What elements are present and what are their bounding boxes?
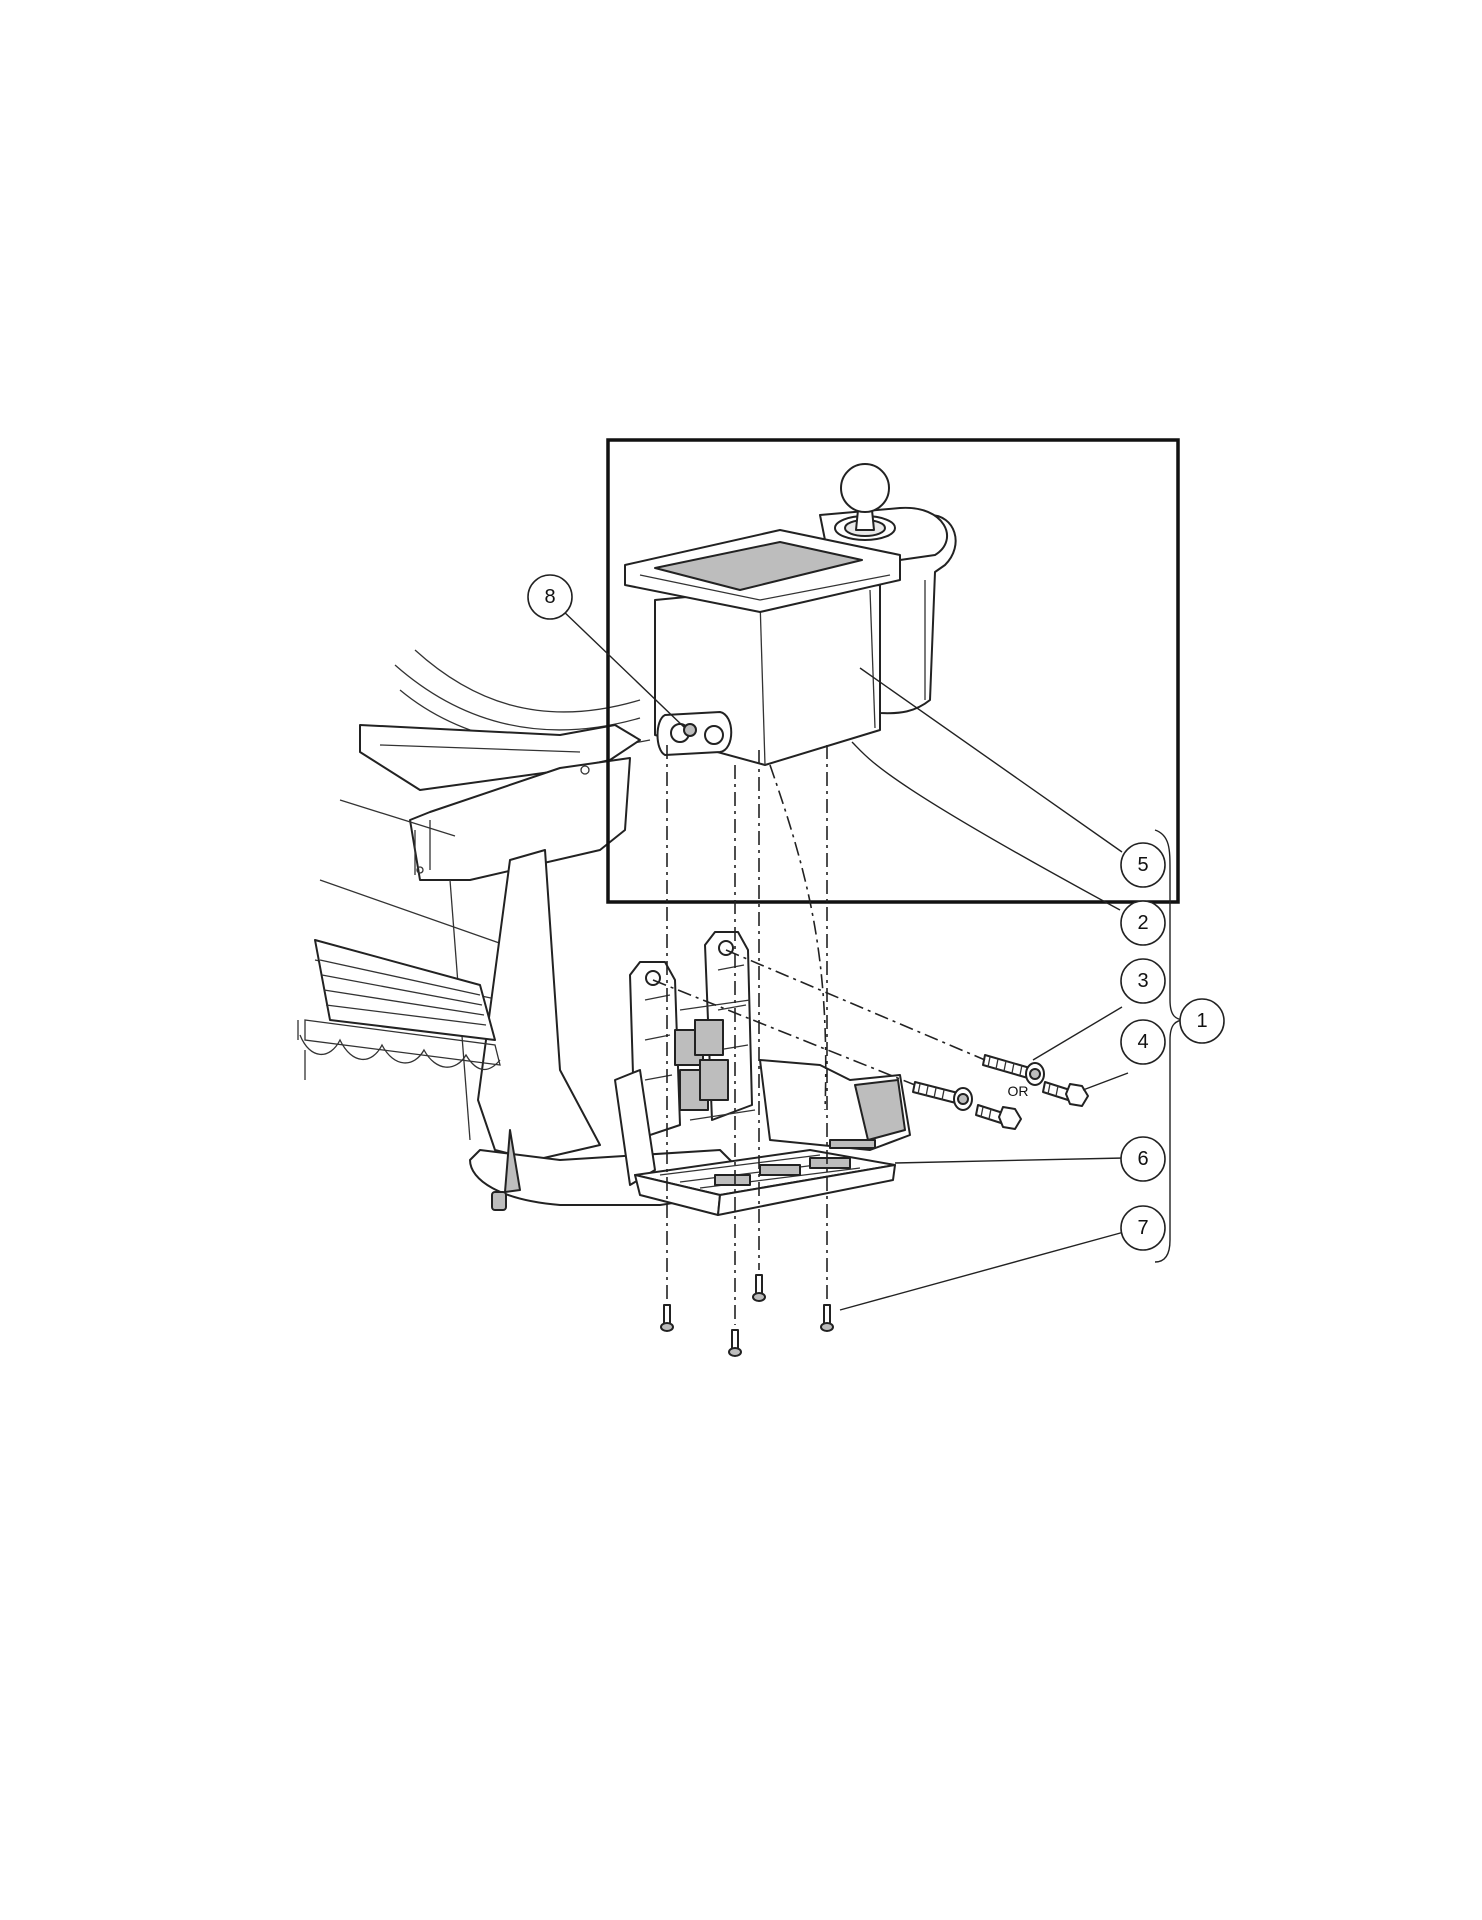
callout-3: 3 [1120, 958, 1166, 1004]
svg-text:1: 1 [1196, 1010, 1207, 1032]
screw-item-3-a [982, 1054, 1045, 1086]
callout-6: 6 [1120, 1136, 1166, 1182]
bolt-item-4-a [1042, 1081, 1089, 1107]
detail-frame [606, 438, 1180, 904]
svg-text:8: 8 [544, 586, 555, 608]
cup-holder-assembly [624, 463, 957, 766]
callout-8: 8 [527, 574, 573, 620]
callout-5: 5 [1120, 842, 1166, 888]
callout-7: 7 [1120, 1205, 1166, 1251]
pin-item-7-d [820, 1304, 834, 1332]
callout-4: 4 [1120, 1019, 1166, 1065]
svg-text:4: 4 [1137, 1031, 1148, 1053]
pin-item-7-a [660, 1304, 674, 1332]
or-label: OR [1008, 1083, 1029, 1099]
pin-item-7-c [752, 1274, 766, 1302]
screw-item-3-b [912, 1081, 973, 1111]
pin-item-7-b [728, 1329, 742, 1357]
svg-text:3: 3 [1137, 970, 1148, 992]
mounting-bracket [614, 931, 911, 1216]
svg-text:5: 5 [1137, 854, 1148, 876]
svg-text:2: 2 [1137, 912, 1148, 934]
alignment-lines [652, 745, 986, 1325]
bolt-item-4-b [975, 1104, 1022, 1130]
callout-2: 2 [1120, 900, 1166, 946]
vehicle-frame [297, 649, 741, 1211]
leader-lines [559, 607, 1186, 1311]
callout-1: 1 [1179, 998, 1225, 1044]
svg-text:6: 6 [1137, 1148, 1148, 1170]
svg-text:7: 7 [1137, 1217, 1148, 1239]
